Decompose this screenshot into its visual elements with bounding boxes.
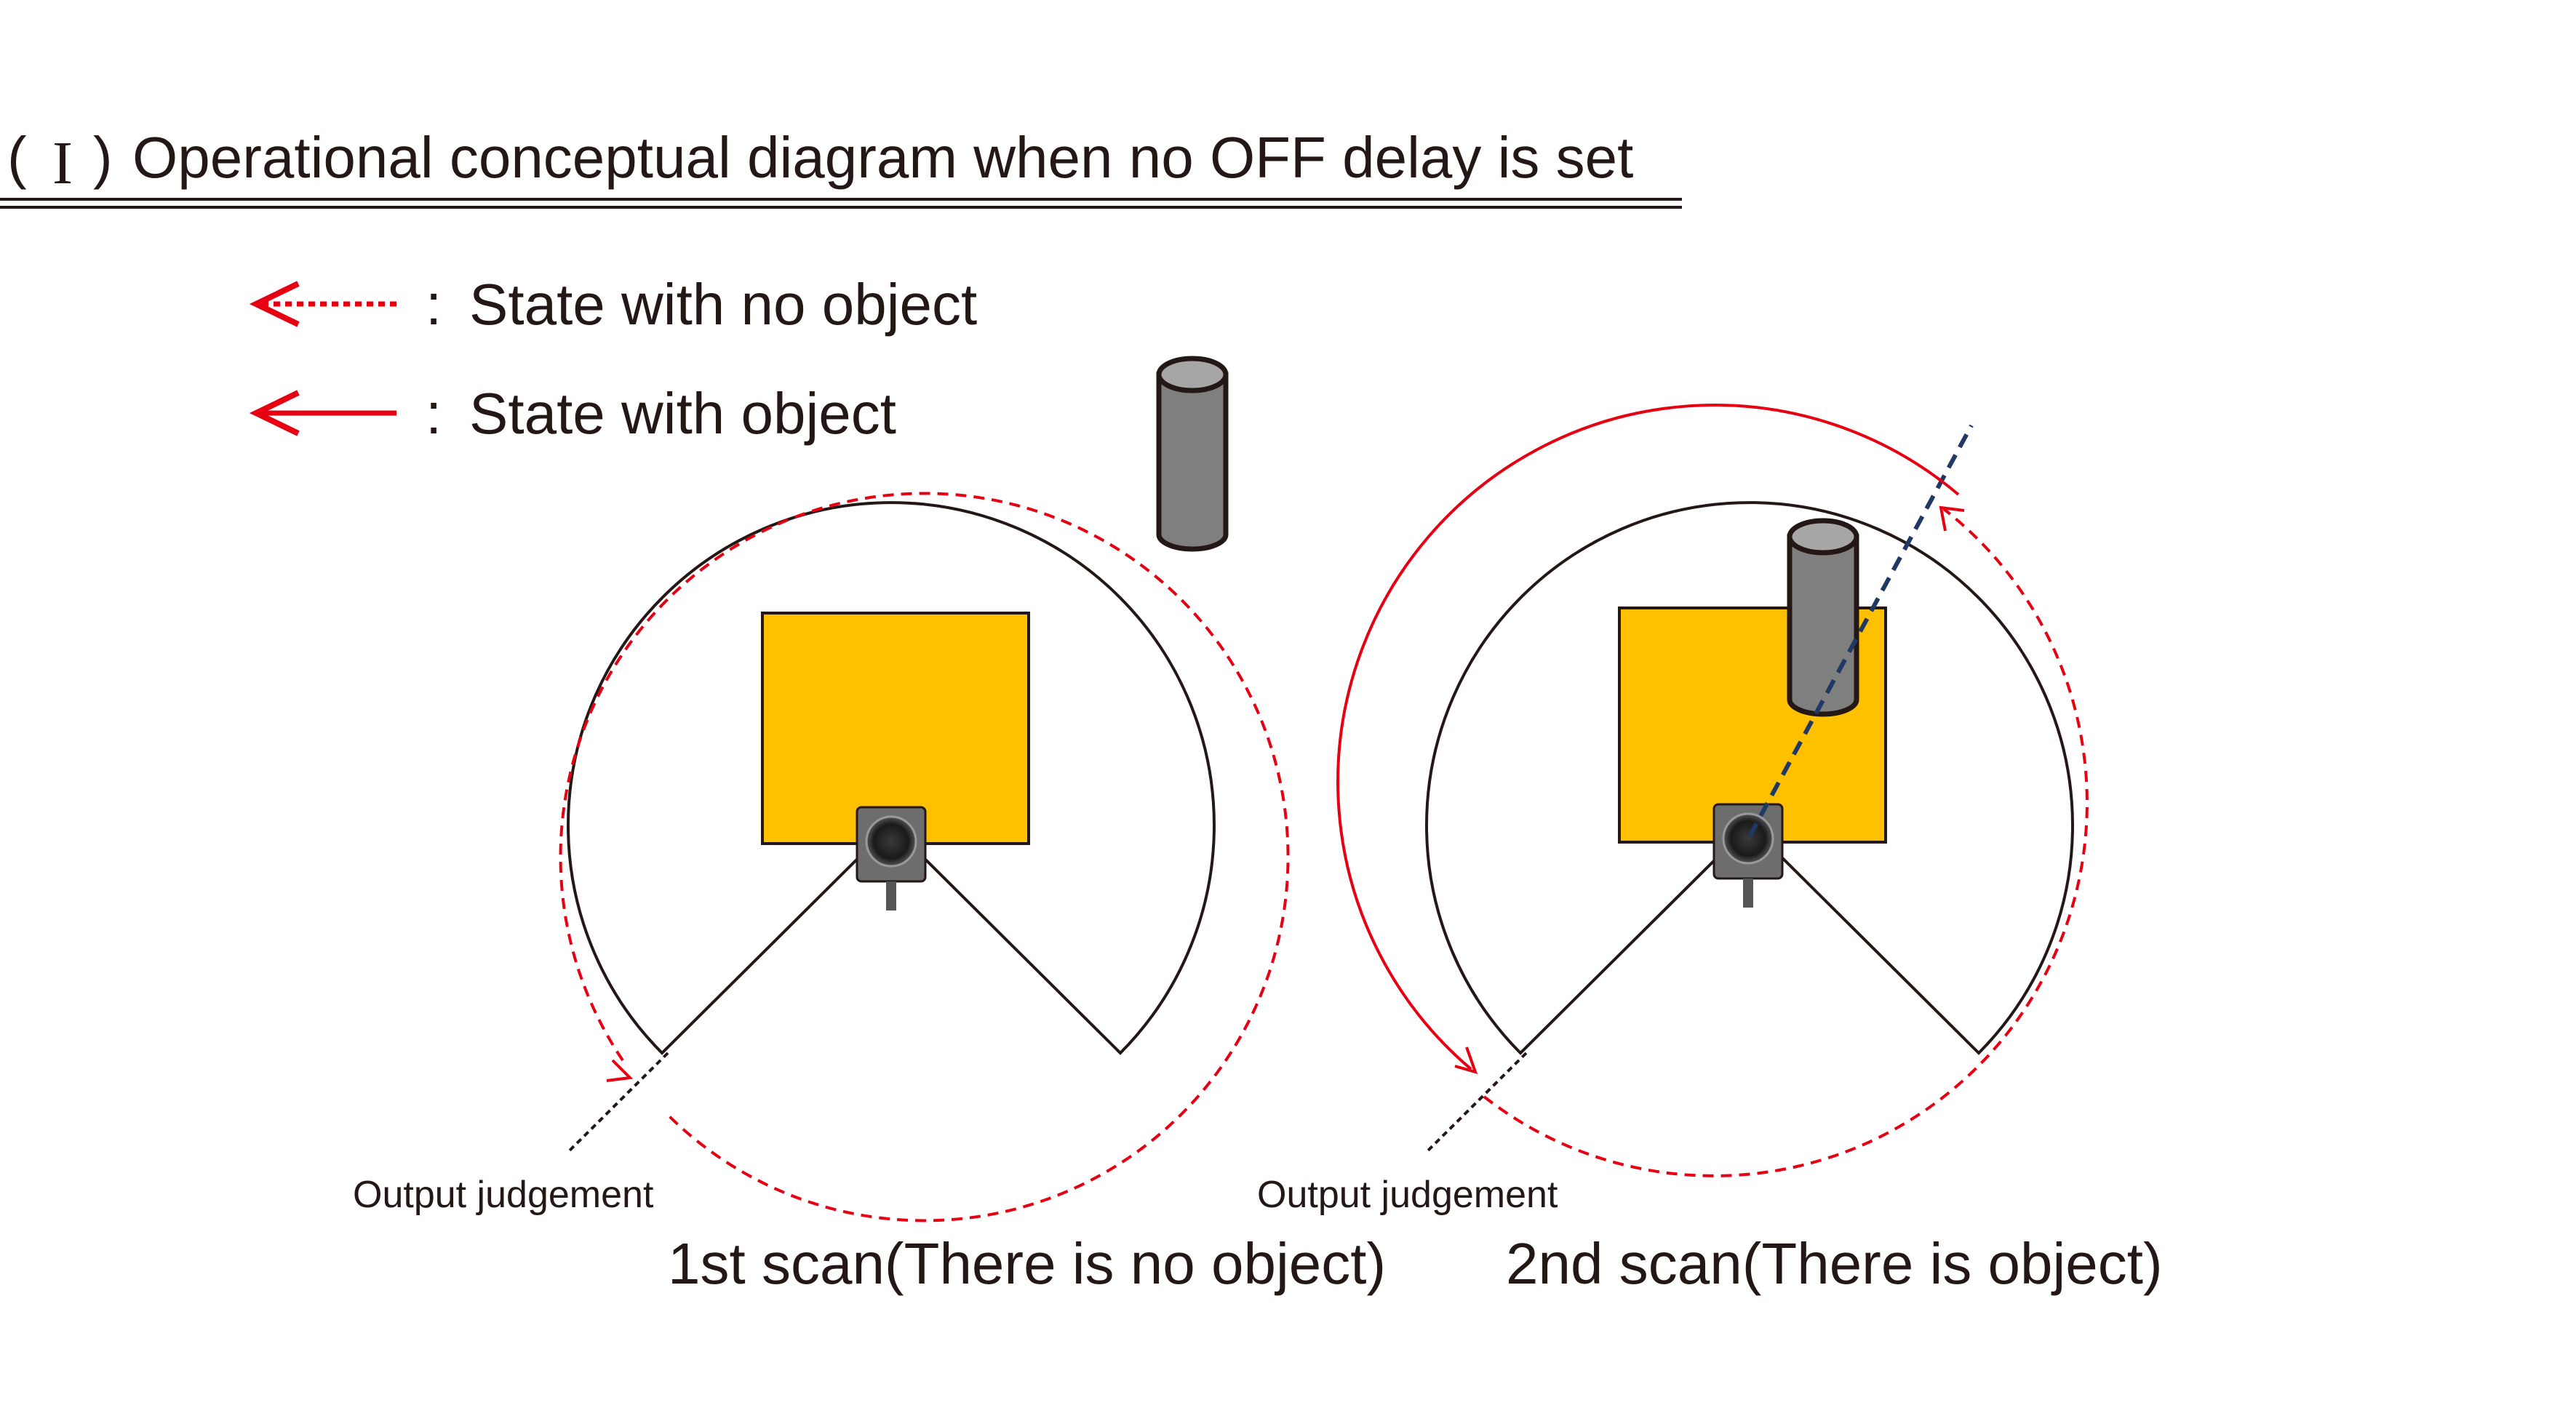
legend-dotted-arrow-head	[249, 281, 300, 327]
title-suffix: )	[93, 125, 113, 190]
scan-2-caption: 2nd scan(There is object)	[1506, 1231, 2163, 1296]
legend-separator: :	[426, 272, 442, 337]
legend-label-with-object: State with object	[469, 381, 896, 446]
object-cylinder-inside	[1787, 518, 1859, 717]
legend-separator: :	[426, 381, 442, 446]
title-numeral: I	[52, 129, 73, 197]
legend-solid-arrow-head	[249, 390, 300, 436]
sensor-icon	[1712, 803, 1784, 908]
legend-label-no-object: State with no object	[469, 272, 977, 337]
title-prefix: (	[7, 125, 27, 190]
legend-with-object: : State with object	[249, 381, 896, 446]
scan-area-sector	[1425, 501, 2074, 1055]
scan-path-no-object	[1483, 508, 2089, 1177]
scan-arrowhead	[606, 1059, 634, 1082]
judgement-line	[566, 1052, 669, 1154]
output-judgement-label: Output judgement	[353, 1174, 654, 1216]
scan-1-caption: 1st scan(There is no object)	[668, 1231, 1386, 1296]
scan-area-sector	[567, 501, 1216, 1055]
object-cylinder-outside	[1156, 356, 1229, 552]
legend-no-object: : State with no object	[249, 272, 977, 337]
judgement-line	[1424, 1052, 1528, 1154]
scan-path-with-object	[1336, 404, 1960, 1070]
detection-beam	[1747, 424, 1974, 838]
scan-1: Output judgement 1st scan(There is no ob…	[353, 492, 1386, 1296]
title-text: Operational conceptual diagram when no O…	[132, 125, 1633, 190]
title: ( I ) Operational conceptual diagram whe…	[0, 125, 1682, 209]
scan-2: Output judgement 2nd scan(There is objec…	[1257, 404, 2163, 1296]
scan-arrowhead-dotted	[1939, 505, 1965, 532]
scan-arrowhead-solid	[1454, 1046, 1478, 1074]
legend: : State with no object : State with obje…	[249, 272, 977, 446]
sensor-icon	[856, 806, 927, 910]
output-judgement-label: Output judgement	[1257, 1174, 1558, 1216]
